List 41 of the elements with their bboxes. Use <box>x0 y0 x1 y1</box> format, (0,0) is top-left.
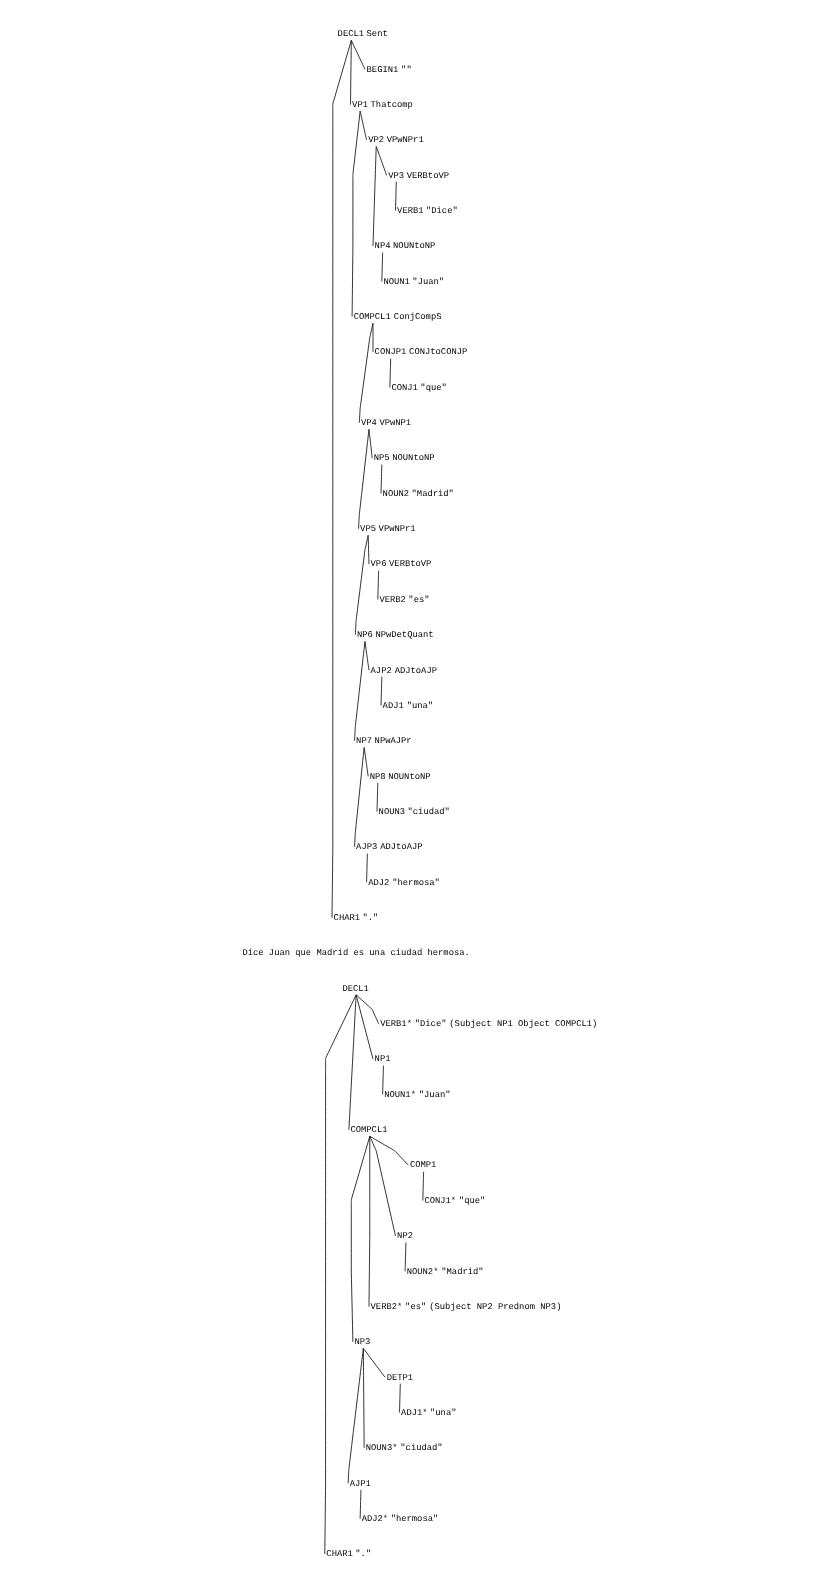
connector <box>323 994 356 1555</box>
connector <box>368 1135 395 1237</box>
connector <box>361 1348 385 1378</box>
connector <box>349 1135 370 1343</box>
connector <box>394 181 396 212</box>
connector <box>379 676 382 706</box>
connector <box>357 322 373 424</box>
connector <box>363 640 369 671</box>
connector <box>388 358 391 388</box>
connector <box>350 110 360 318</box>
connector <box>353 534 368 636</box>
connector <box>353 640 365 742</box>
connector <box>349 39 365 70</box>
connector <box>403 1241 406 1272</box>
connector <box>381 1065 383 1095</box>
connector <box>361 1348 364 1449</box>
connector <box>398 1383 400 1414</box>
connector <box>362 747 368 777</box>
connector <box>347 994 356 1131</box>
connector <box>421 1171 423 1201</box>
connector <box>367 1135 370 1307</box>
connector <box>349 39 351 106</box>
connector <box>379 464 382 494</box>
connector <box>371 322 373 353</box>
connector <box>358 110 366 141</box>
connector <box>346 1348 363 1484</box>
connector <box>353 747 364 848</box>
connector <box>330 39 351 919</box>
connector <box>371 146 376 247</box>
connector <box>380 252 383 282</box>
connector <box>367 428 372 459</box>
connector <box>375 782 378 813</box>
connector <box>354 994 378 1025</box>
connector <box>374 146 387 176</box>
connector <box>354 994 373 1060</box>
connector <box>366 534 369 565</box>
connector <box>365 853 367 883</box>
connector <box>376 570 378 600</box>
connector <box>358 1489 361 1520</box>
connector <box>368 1135 408 1166</box>
connector <box>357 428 369 530</box>
